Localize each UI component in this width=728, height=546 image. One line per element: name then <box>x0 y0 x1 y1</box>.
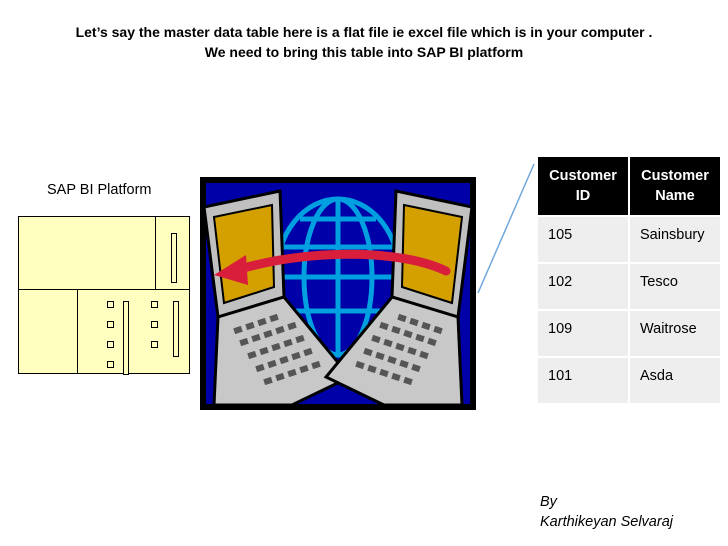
author-credit: By Karthikeyan Selvaraj <box>540 492 673 532</box>
cell-customer-id: 109 <box>538 310 630 358</box>
author-by: By <box>540 494 557 510</box>
table-header-row: Customer ID Customer Name <box>538 157 720 217</box>
transfer-arrow-icon <box>214 249 451 285</box>
header-customer-name: Customer Name <box>629 157 720 217</box>
title-line-2: We need to bring this table into SAP BI … <box>204 44 524 60</box>
table-row: 102 Tesco <box>538 263 720 311</box>
cell-customer-id: 101 <box>538 357 630 405</box>
cell-customer-id: 102 <box>538 263 630 311</box>
header-customer-id: Customer ID <box>538 157 630 217</box>
network-transfer-clipart <box>200 177 476 410</box>
title-line-1: Let’s say the master data table here is … <box>75 24 653 40</box>
right-computer-icon <box>323 189 474 407</box>
sap-bi-server-icon <box>18 216 190 375</box>
cell-customer-id: 105 <box>538 216 630 264</box>
cell-customer-name: Waitrose <box>629 310 720 358</box>
cell-customer-name: Tesco <box>629 263 720 311</box>
table-row: 105 Sainsbury <box>538 216 720 264</box>
table-row: 101 Asda <box>538 357 720 405</box>
cell-customer-name: Sainsbury <box>629 216 720 264</box>
table-row: 109 Waitrose <box>538 310 720 358</box>
author-name: Karthikeyan Selvaraj <box>540 514 673 530</box>
slide-title: Let’s say the master data table here is … <box>0 22 728 62</box>
sap-bi-platform-label: SAP BI Platform <box>47 182 152 198</box>
customer-table: Customer ID Customer Name 105 Sainsbury … <box>538 157 720 405</box>
cell-customer-name: Asda <box>629 357 720 405</box>
